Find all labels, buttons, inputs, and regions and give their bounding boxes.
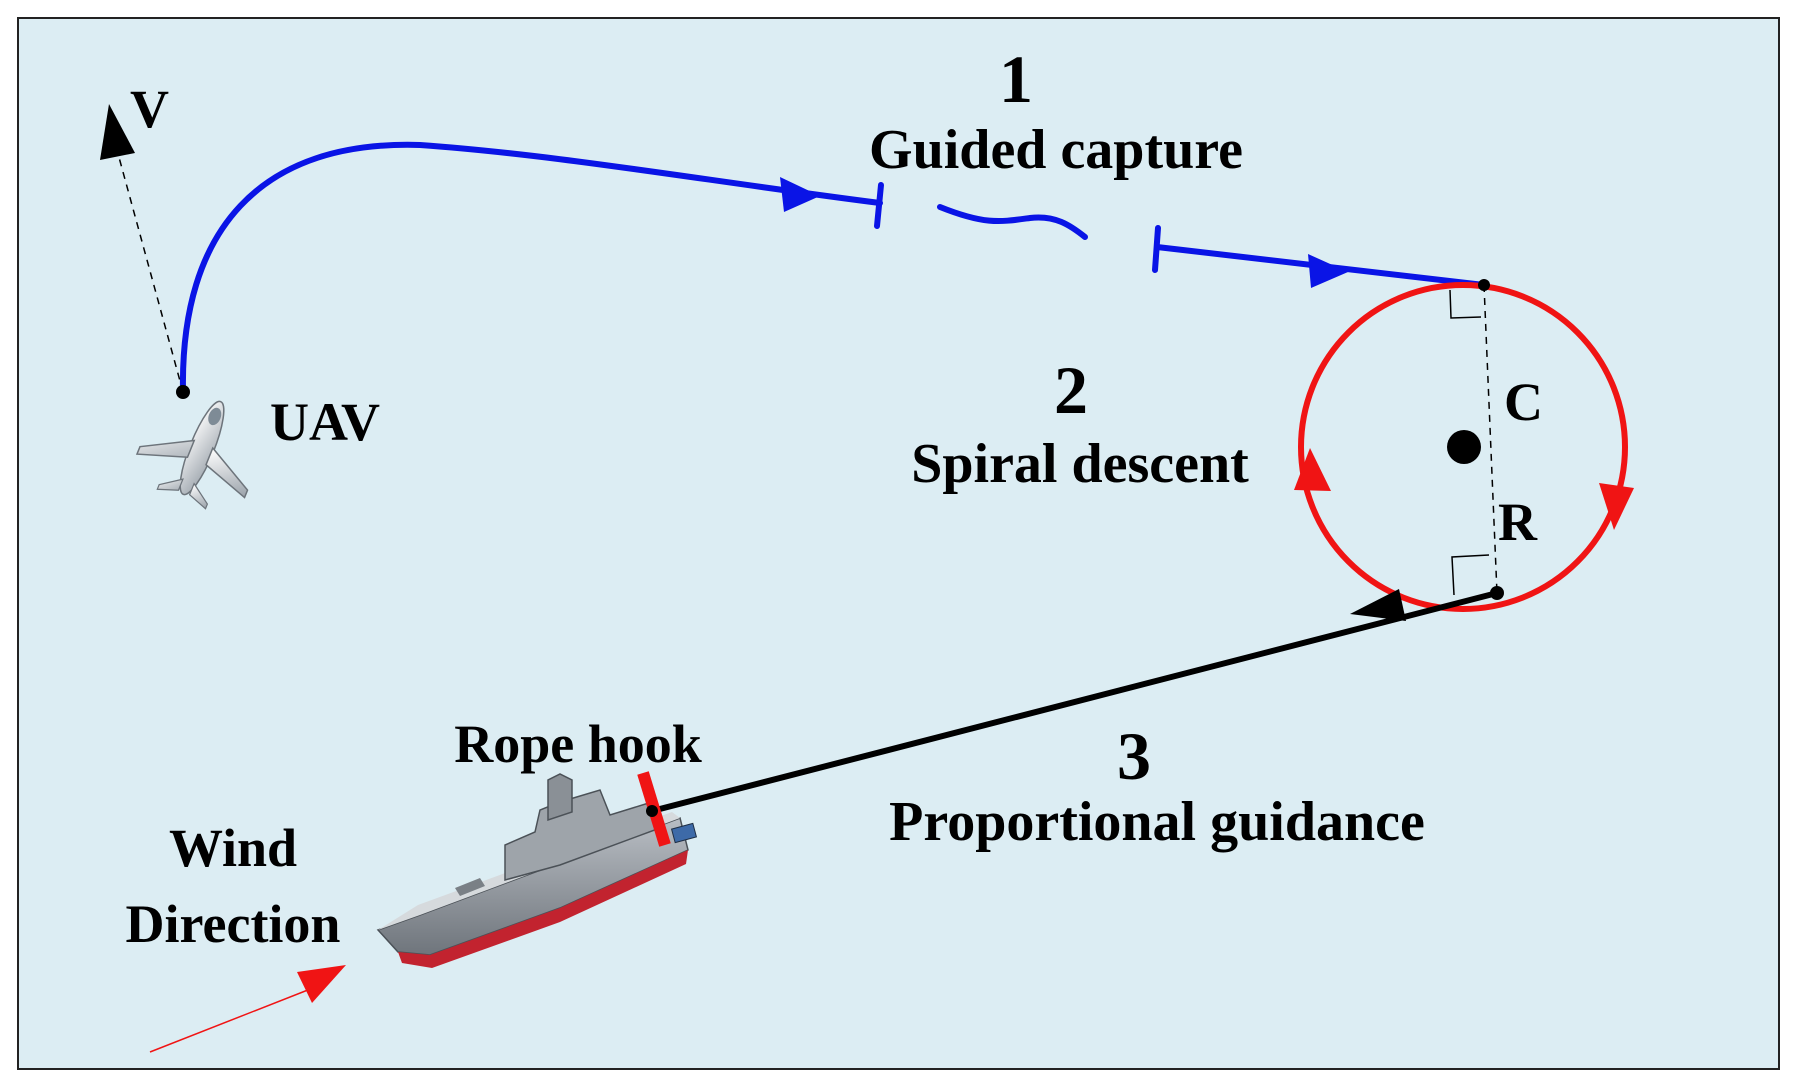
phase-2-label: Spiral descent: [911, 433, 1249, 495]
capture-direction-arrow-1: [780, 177, 820, 212]
right-angle-mark-top: [1449, 289, 1482, 319]
proportional-guidance-path: [649, 590, 1500, 814]
radius-label: R: [1498, 492, 1538, 552]
velocity-label: V: [130, 79, 169, 139]
uav-position-point: [176, 385, 190, 399]
rope-hook-label: Rope hook: [454, 714, 702, 774]
uav-label: UAV: [270, 392, 380, 452]
phase-3-number: 3: [1117, 718, 1151, 794]
spiral-direction-arrow-left: [1294, 448, 1331, 491]
ship-superstructure: [504, 789, 661, 881]
circle-center-point: [1447, 430, 1481, 464]
ship-radar-array: [670, 822, 698, 844]
spiral-direction-arrow-right: [1599, 483, 1634, 530]
capture-entry-point: [1478, 279, 1490, 291]
diagram-background: [17, 17, 1780, 1070]
capture-direction-arrow-2: [1308, 254, 1348, 288]
phase-1-label: Guided capture: [869, 119, 1243, 181]
capture-break-squiggle: [937, 204, 1088, 240]
uav-airplane-icon: [135, 400, 249, 510]
spiral-descent-circle: [1298, 282, 1628, 612]
ship-waterline: [398, 850, 688, 968]
ship-mast: [547, 773, 573, 822]
right-angle-mark-bottom: [1451, 554, 1490, 596]
wind-label-line1: Wind: [169, 818, 297, 878]
capture-curve: [179, 141, 883, 395]
phase-3-label: Proportional guidance: [889, 791, 1425, 853]
wind-direction-arrowhead: [297, 965, 346, 1003]
phase-2-number: 2: [1054, 352, 1088, 428]
guidance-direction-arrow: [1350, 589, 1406, 621]
capture-break-start-tick: [874, 182, 884, 229]
rope-hook-point: [646, 805, 658, 817]
wind-direction-line: [149, 985, 319, 1053]
circle-center-label: C: [1504, 372, 1543, 432]
ship-bow-gun: [455, 878, 485, 896]
wind-label-line2: Direction: [126, 894, 341, 954]
phase-1-number: 1: [999, 41, 1033, 117]
velocity-arrowhead: [100, 104, 135, 160]
velocity-dashed-line: [116, 149, 184, 393]
warship-icon: [376, 773, 698, 968]
